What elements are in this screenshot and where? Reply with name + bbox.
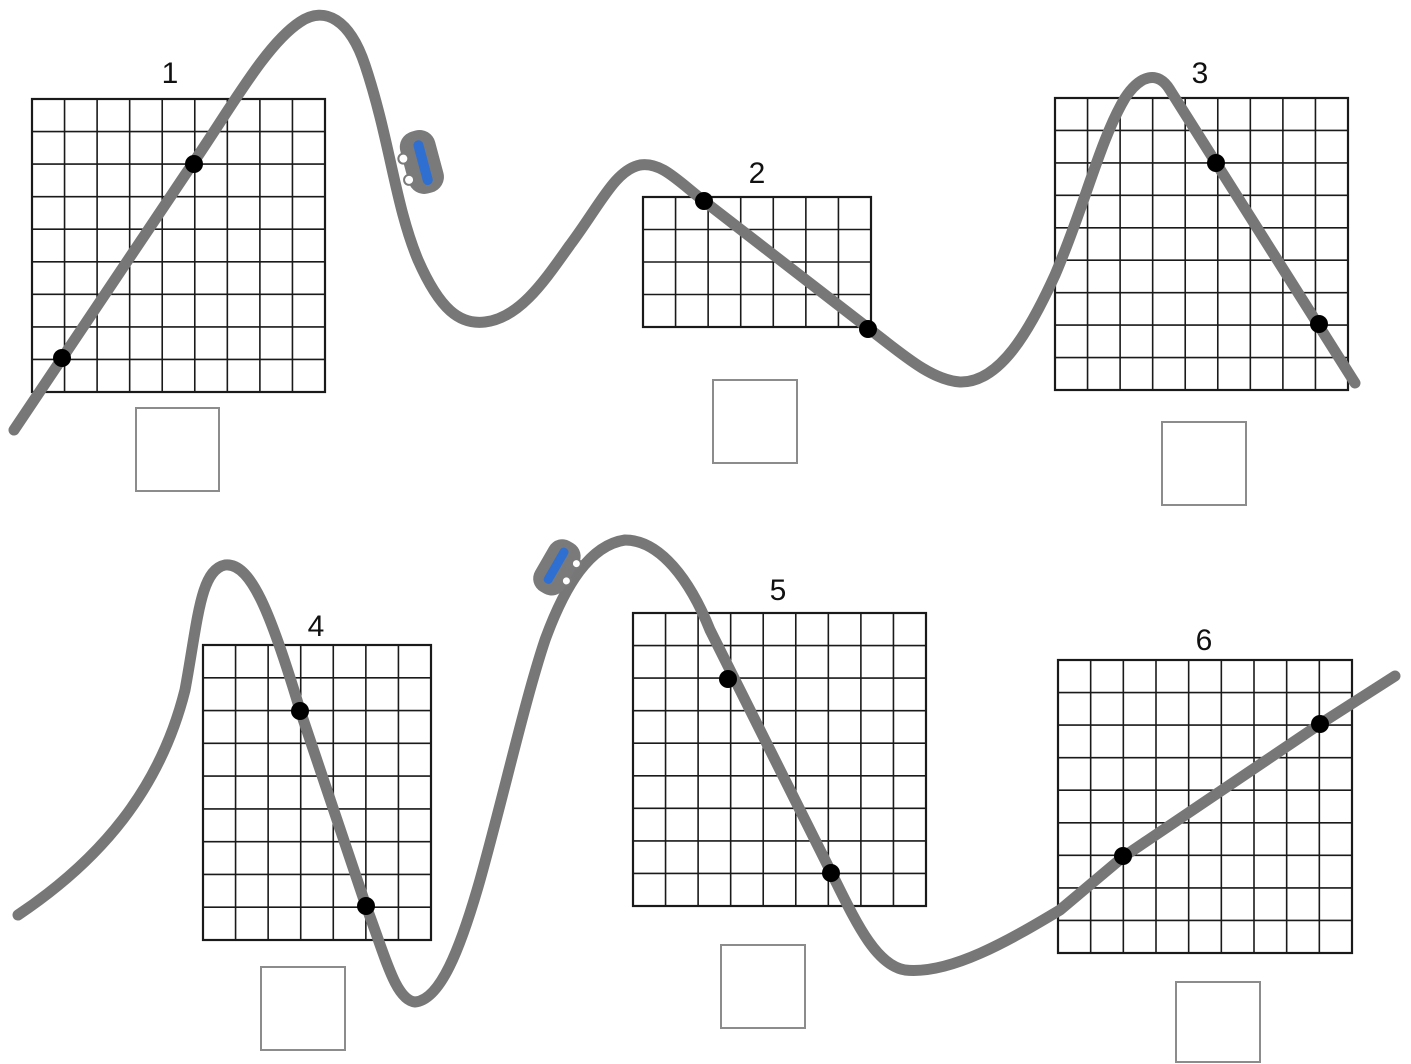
track-points bbox=[53, 154, 1329, 915]
point-2b bbox=[859, 320, 877, 338]
grid-6: 6 bbox=[1056, 624, 1354, 1063]
answer-box-2[interactable] bbox=[712, 379, 798, 464]
point-4b bbox=[357, 897, 375, 915]
grid-3-label: 3 bbox=[1192, 57, 1209, 90]
grid-1-lines bbox=[30, 97, 327, 394]
grid-4: 4 bbox=[201, 610, 433, 1051]
roller-coaster-car-icon bbox=[397, 129, 444, 194]
grid-2-label: 2 bbox=[749, 157, 766, 190]
point-3a bbox=[1207, 154, 1225, 172]
grid-5-label: 5 bbox=[770, 574, 787, 607]
answer-box-1[interactable] bbox=[135, 407, 220, 492]
point-2a bbox=[695, 192, 713, 210]
grid-4-label: 4 bbox=[308, 610, 325, 643]
point-5b bbox=[822, 864, 840, 882]
grid-6-label: 6 bbox=[1196, 624, 1213, 657]
answer-box-6[interactable] bbox=[1175, 981, 1261, 1063]
grid-border bbox=[641, 195, 873, 329]
roller-coaster-car-icon bbox=[533, 539, 582, 596]
grid-2: 2 bbox=[641, 157, 873, 464]
point-6a bbox=[1114, 847, 1132, 865]
grid-1-label: 1 bbox=[162, 57, 179, 90]
grid-border bbox=[30, 97, 327, 394]
point-4a bbox=[291, 702, 309, 720]
answer-box-3[interactable] bbox=[1161, 421, 1247, 506]
grid-6-lines bbox=[1056, 658, 1354, 955]
point-6b bbox=[1311, 715, 1329, 733]
point-5a bbox=[719, 670, 737, 688]
grid-4-lines bbox=[201, 643, 433, 942]
grid-border bbox=[631, 611, 928, 908]
answer-box-5[interactable] bbox=[720, 944, 806, 1029]
answer-box-4[interactable] bbox=[260, 966, 346, 1051]
coaster-track-top bbox=[8, 9, 1361, 436]
point-1a bbox=[53, 349, 71, 367]
grid-border bbox=[1056, 658, 1354, 955]
point-1b bbox=[185, 155, 203, 173]
grid-border bbox=[201, 643, 433, 942]
coaster-track-bottom bbox=[12, 534, 1401, 1008]
grid-border bbox=[1053, 96, 1350, 392]
grid-1: 1 bbox=[30, 57, 327, 492]
point-3b bbox=[1310, 315, 1328, 333]
grid-3: 3 bbox=[1053, 57, 1350, 506]
